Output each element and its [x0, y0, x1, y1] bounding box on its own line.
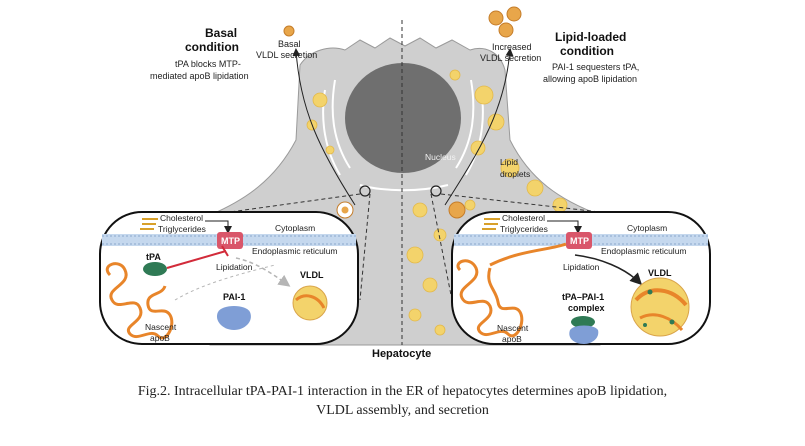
er-label: Endoplasmic reticulum [252, 246, 338, 256]
lipid-molecules-icon [140, 218, 158, 230]
basal-secretion-arrow [292, 48, 356, 206]
complex-label-1: tPA–PAI-1 [562, 292, 604, 302]
increased-secretion-arrow [444, 48, 514, 206]
vldl-apob [639, 313, 684, 331]
nascent-label-2: apoB [502, 334, 522, 344]
lipidation-arrow [574, 254, 643, 286]
vesicle-core [341, 206, 349, 214]
complex-label-2: complex [568, 303, 605, 313]
hepatocyte-label: Hepatocyte [372, 348, 431, 360]
er-zoom-left [359, 185, 371, 197]
basal-secretion-2: VLDL secretion [256, 50, 317, 60]
pai1-in-complex [569, 325, 599, 344]
lipid-droplets-label-1: Lipid [500, 157, 518, 167]
secreted-vldl [283, 25, 295, 37]
basal-title-1: Basal [205, 26, 237, 40]
nascent-label-2: apoB [150, 333, 170, 343]
apob-dashed-path [174, 264, 276, 301]
lipid-secretion-2: VLDL secretion [480, 53, 541, 63]
tpa-inhibition [166, 250, 227, 269]
zoom-line [229, 193, 361, 213]
vldl-label: VLDL [300, 270, 324, 280]
lipid-droplets [306, 69, 568, 336]
caption-line-1: Fig.2. Intracellular tPA-PAI-1 interacti… [137, 384, 668, 399]
lipid-molecules-icon [482, 218, 500, 230]
tpa-label: tPA [146, 252, 161, 262]
lipidation-label: Lipidation [216, 262, 253, 272]
vldl-apob [295, 294, 326, 309]
figure-caption: Fig.2. Intracellular tPA-PAI-1 interacti… [40, 382, 765, 420]
nascent-label-1: Nascent [145, 322, 177, 332]
left-inset: Cholesterol Triglycerides Cytoplasm Endo… [99, 211, 359, 345]
secreted-vldl-group [488, 6, 522, 38]
lipid-title-1: Lipid-loaded [555, 30, 626, 44]
mtp-label: MTP [221, 236, 240, 246]
apob-to-mtp [489, 242, 567, 267]
lipid-to-mtp-arrow [205, 220, 232, 234]
tpa-protein [143, 262, 167, 276]
caption-line-2: VLDL assembly, and secretion [316, 403, 489, 418]
basal-secretion-1: Basal [278, 39, 301, 49]
vldl-apob [634, 288, 688, 307]
cytoplasm-label: Cytoplasm [627, 223, 667, 233]
pai1-protein [216, 306, 251, 330]
nascent-apob [105, 262, 174, 340]
lipidation-label: Lipidation [563, 262, 600, 272]
vldl-label: VLDL [648, 268, 672, 278]
inhibition-bar [221, 245, 229, 257]
lipid-desc-1: PAI-1 sequesters tPA, [552, 62, 639, 72]
nucleus-label: Nucleus [425, 152, 456, 162]
cytoplasm-label: Cytoplasm [275, 223, 315, 233]
er-label: Endoplasmic reticulum [601, 246, 687, 256]
lipid-desc-2: allowing apoB lipidation [543, 74, 637, 84]
zoom-line [440, 193, 601, 213]
vesicle [448, 201, 466, 219]
er-zoom-right [430, 185, 442, 197]
lipid-to-mtp-arrow [547, 220, 582, 234]
zoom-line [359, 193, 371, 301]
basal-title-2: condition [185, 40, 239, 54]
lipidation-arrow-dashed [235, 257, 291, 287]
nascent-label-1: Nascent [497, 323, 529, 333]
basal-desc-2: mediated apoB lipidation [150, 71, 249, 81]
lipid-title-2: condition [560, 44, 614, 58]
triglycerides-label: Triglycerides [500, 224, 548, 234]
right-inset: Cholesterol Triglycerides Cytoplasm Endo… [451, 211, 711, 345]
tpa-in-complex [571, 316, 595, 328]
hepatocyte-diagram: Nucleus Lipid droplets Basal condition t… [99, 6, 711, 360]
mtp-protein [217, 232, 243, 249]
triglycerides-label: Triglycerides [158, 224, 206, 234]
pai1-label: PAI-1 [223, 292, 245, 302]
mtp-label: MTP [570, 236, 589, 246]
cholesterol-label: Cholesterol [502, 213, 545, 223]
mtp-protein [566, 232, 592, 249]
basal-desc-1: tPA blocks MTP- [175, 59, 241, 69]
vldl-surface-marks [643, 289, 675, 327]
nascent-apob [456, 259, 524, 338]
vldl-particle-small [292, 285, 328, 321]
lipid-droplets-label-2: droplets [500, 169, 530, 179]
lipid-secretion-1: Increased [492, 42, 532, 52]
nucleus [345, 63, 461, 173]
cholesterol-label: Cholesterol [160, 213, 203, 223]
